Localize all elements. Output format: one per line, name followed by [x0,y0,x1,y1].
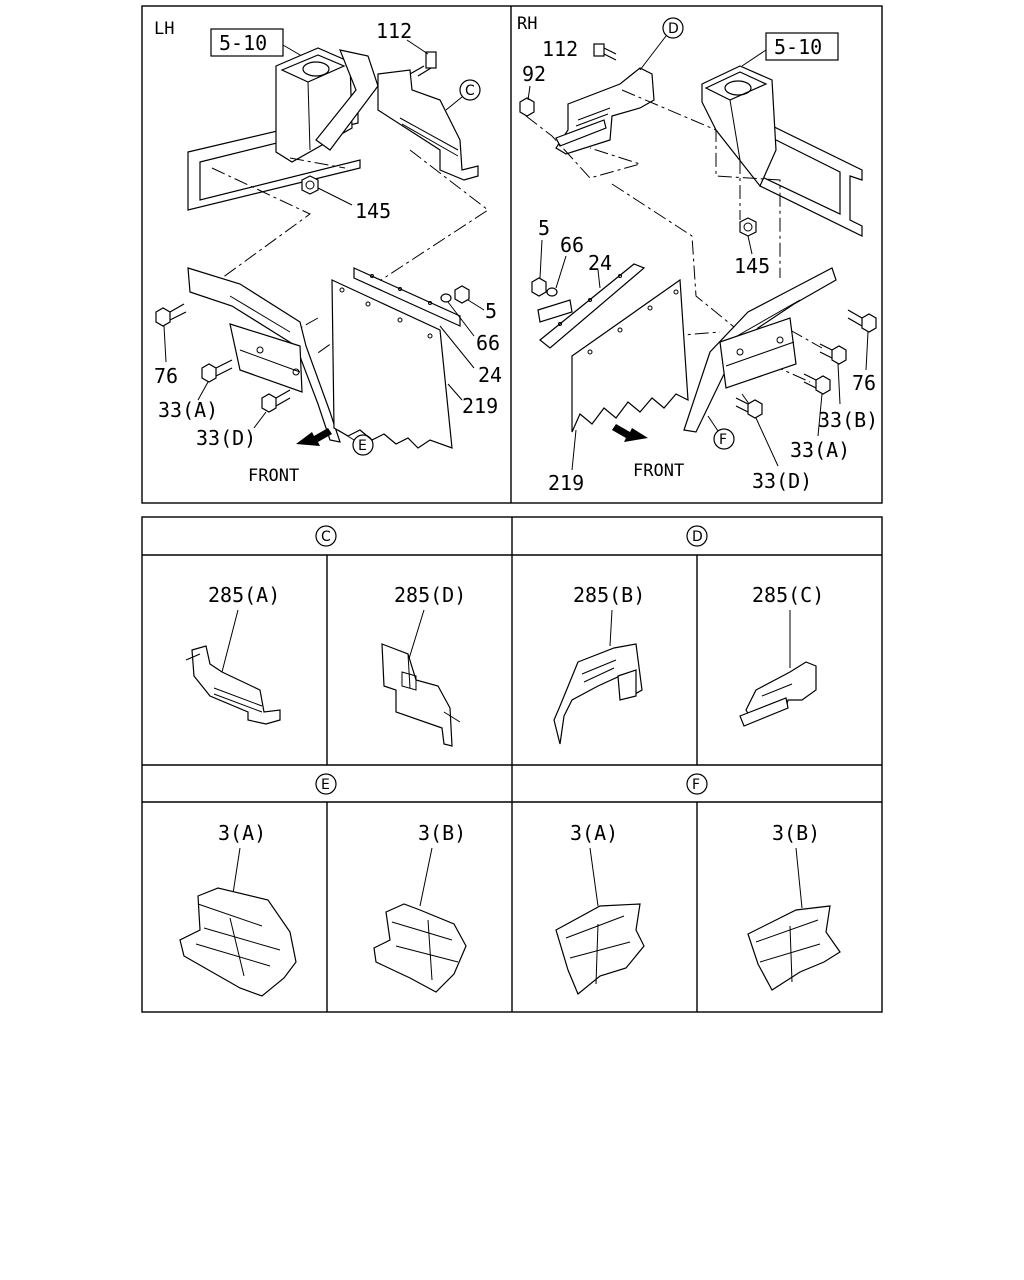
lh-label-76: 76 [154,364,178,388]
svg-text:3(A): 3(A) [218,821,266,845]
detail-d1-285b[interactable]: 285(B) [553,583,645,745]
rh-label-219: 219 [548,471,584,495]
lh-label-24: 24 [478,363,502,387]
lh-bolt-33d [261,389,291,413]
lh-bolt-33a [201,359,233,383]
detail-d2-285c[interactable]: 285(C) [739,583,824,727]
detail-c1-285a[interactable]: 285(A) [185,583,281,725]
lh-callout-e[interactable]: E [352,434,374,456]
svg-text:C: C [321,529,331,545]
rh-front-arrow-icon [612,424,648,442]
rh-label-145: 145 [734,254,770,278]
svg-text:285(D): 285(D) [394,583,466,607]
svg-text:3(B): 3(B) [418,821,466,845]
rh-bolt-33a [803,373,831,395]
rh-washer-66 [546,287,558,297]
rh-callout-f[interactable]: F [713,428,735,450]
svg-text:3(B): 3(B) [772,821,820,845]
detail-c2-285d[interactable]: 285(D) [381,583,466,747]
detail-header-f[interactable]: F [686,773,708,795]
lh-bracket-c [377,69,479,181]
rh-label-76: 76 [852,371,876,395]
rh-nut-145 [739,217,757,237]
rh-bracket-post [701,65,777,188]
rh-strip-24 [537,263,646,349]
detail-header-c[interactable]: C [315,525,337,547]
rh-bracket-d [555,67,655,155]
detail-f1-3a[interactable]: 3(A) [555,821,645,995]
lh-label-33a: 33(A) [158,398,218,422]
lh-callout-c[interactable]: C [459,79,481,101]
rh-label-5: 5 [538,216,550,240]
rh-nut-5 [531,277,547,297]
rh-bolt-112 [593,43,617,61]
lh-label-66: 66 [476,331,500,355]
lh-front-label: FRONT [248,466,299,486]
svg-text:F: F [692,777,700,793]
rh-mud-flap [571,278,689,433]
lh-bolt-76 [155,303,187,327]
lh-side-label: LH [154,19,174,39]
rh-callout-d[interactable]: D [662,17,684,39]
svg-text:E: E [358,438,367,454]
rh-side-label: RH [517,14,537,34]
lh-mudguard-bracket [187,267,341,443]
rh-front-label: FRONT [633,461,684,481]
detail-header-e[interactable]: E [315,773,337,795]
rh-bolt-76 [847,309,877,333]
lh-ref-box[interactable]: 5-10 [210,28,284,57]
rh-label-112: 112 [542,37,578,61]
lh-panel: LH 5-10 [154,19,502,486]
lh-ref-box-text: 5-10 [219,31,267,55]
svg-text:F: F [719,432,727,448]
lh-label-112: 112 [376,19,412,43]
rh-nut-92 [519,97,535,117]
lh-bolt-112 [409,51,437,77]
rh-label-33a: 33(A) [790,438,850,462]
detail-f2-3b[interactable]: 3(B) [747,821,841,991]
lh-label-219: 219 [462,394,498,418]
lh-strip-24 [353,267,461,327]
svg-text:285(C): 285(C) [752,583,824,607]
lh-washer-66 [440,293,452,303]
detail-e2-3b[interactable]: 3(B) [373,821,467,993]
rh-mudguard-bracket [683,267,837,433]
svg-text:E: E [321,777,330,793]
lh-nut-145 [301,175,319,195]
detail-e1-3a[interactable]: 3(A) [179,821,297,997]
svg-text:D: D [692,529,703,545]
rh-ref-box[interactable]: 5-10 [765,32,839,61]
svg-text:3(A): 3(A) [570,821,618,845]
rh-label-66: 66 [560,233,584,257]
svg-text:285(B): 285(B) [573,583,645,607]
rh-bolt-33b [819,343,847,365]
detail-frame [141,516,883,1013]
rh-bolt-33d [735,397,763,419]
lh-label-5: 5 [485,299,497,323]
detail-header-d[interactable]: D [686,525,708,547]
rh-label-92: 92 [522,62,546,86]
svg-text:D: D [668,21,679,37]
svg-text:C: C [465,83,475,99]
lh-nut-5 [454,285,470,304]
svg-text:285(A): 285(A) [208,583,280,607]
lh-front-arrow-icon [296,428,332,446]
main-frame [141,5,883,504]
lh-label-145: 145 [355,199,391,223]
rh-ref-box-text: 5-10 [774,35,822,59]
rh-label-33b: 33(B) [818,408,878,432]
lh-label-33d: 33(D) [196,426,256,450]
lh-bracket-post [275,47,379,163]
rh-panel: RH 5-10 112 [517,14,878,495]
rh-label-24: 24 [588,251,612,275]
rh-label-33d: 33(D) [752,469,812,493]
